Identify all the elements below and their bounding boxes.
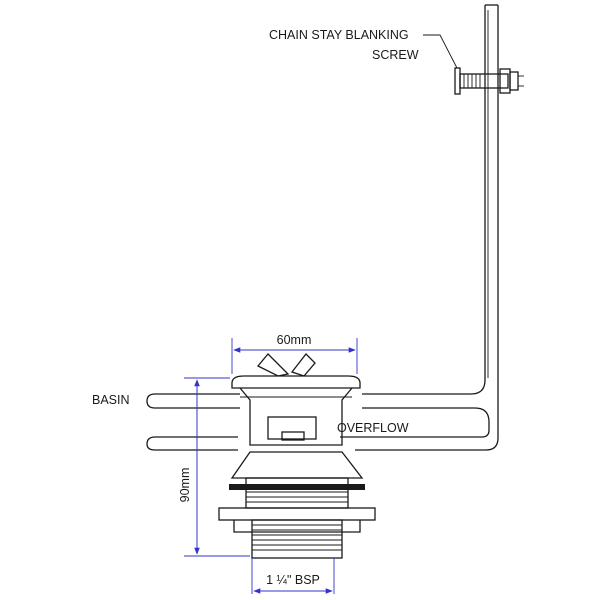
waste-body bbox=[218, 353, 376, 559]
basin-label: BASIN bbox=[92, 393, 130, 407]
chain-stay-label-line1: CHAIN STAY BLANKING bbox=[269, 28, 409, 42]
dimension-bsp-label: 1 ¼" BSP bbox=[266, 573, 320, 587]
chain-stay-screw bbox=[454, 67, 524, 95]
dimension-60mm: 60mm bbox=[231, 333, 358, 374]
overflow-label: OVERFLOW bbox=[337, 421, 409, 435]
basin-wall bbox=[146, 393, 240, 451]
dimension-60mm-label: 60mm bbox=[277, 333, 312, 347]
dimension-90mm-label: 90mm bbox=[178, 468, 192, 503]
chain-stay-label-line2: SCREW bbox=[372, 48, 419, 62]
chain-stay-label: CHAIN STAY BLANKING SCREW bbox=[269, 28, 458, 69]
dimension-bsp: 1 ¼" BSP bbox=[251, 558, 335, 594]
dimension-90mm: 90mm bbox=[178, 377, 250, 557]
overflow-channel bbox=[340, 4, 499, 451]
